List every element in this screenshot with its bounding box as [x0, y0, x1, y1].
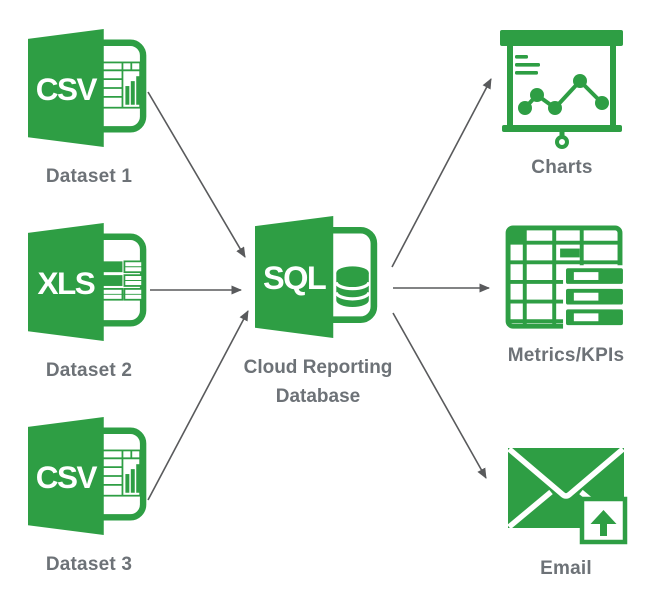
node-metrics-kpis: Metrics/KPIs — [503, 225, 629, 370]
table-kpi-icon — [505, 225, 627, 333]
file-type-text: XLS — [37, 266, 94, 301]
arrow-dataset1-to-db — [147, 91, 246, 258]
hub-label-line2: Database — [275, 386, 361, 407]
file-flag — [28, 222, 104, 342]
node-dataset-1: CSV Dataset 1 — [24, 28, 154, 191]
sql-database-icon: SQL — [255, 216, 378, 338]
node-dataset-2: XLS Dataset 2 — [24, 222, 154, 385]
dataset-2-label: Dataset 2 — [45, 360, 133, 381]
envelope-upload-icon — [507, 446, 628, 545]
hub-label-line1: Cloud Reporting — [243, 357, 393, 378]
arrow-db-to-email — [392, 312, 487, 479]
email-label: Email — [540, 558, 592, 579]
hub-label: Cloud Reporting Database — [233, 353, 403, 411]
upload-box — [579, 496, 628, 545]
node-dataset-3: CSV Dataset 3 — [24, 416, 154, 579]
arrow-db-to-charts — [391, 78, 492, 268]
csv-file-icon: CSV — [28, 416, 147, 536]
csv-file-icon: CSV — [28, 28, 147, 148]
file-flag — [255, 216, 334, 338]
node-charts: Charts — [499, 30, 625, 182]
dataset-1-label: Dataset 1 — [45, 166, 133, 187]
dataset-3-label: Dataset 3 — [45, 554, 133, 575]
presentation-line-chart-icon — [500, 30, 623, 149]
file-type-text: CSV — [36, 460, 98, 495]
file-type-text: SQL — [263, 260, 326, 296]
file-flag — [28, 28, 104, 148]
arrow-dataset3-to-db — [147, 310, 249, 501]
node-email: Email — [503, 444, 629, 583]
metrics-kpis-label: Metrics/KPIs — [507, 345, 625, 366]
node-cloud-reporting-database: SQL Cloud Reporting Database — [233, 215, 403, 411]
charts-label: Charts — [531, 157, 593, 178]
database-cylinder-icon — [334, 266, 371, 307]
xls-file-icon: XLS — [28, 222, 147, 342]
file-type-text: CSV — [36, 72, 98, 107]
file-flag — [28, 416, 104, 536]
kpi-bars — [566, 268, 623, 326]
